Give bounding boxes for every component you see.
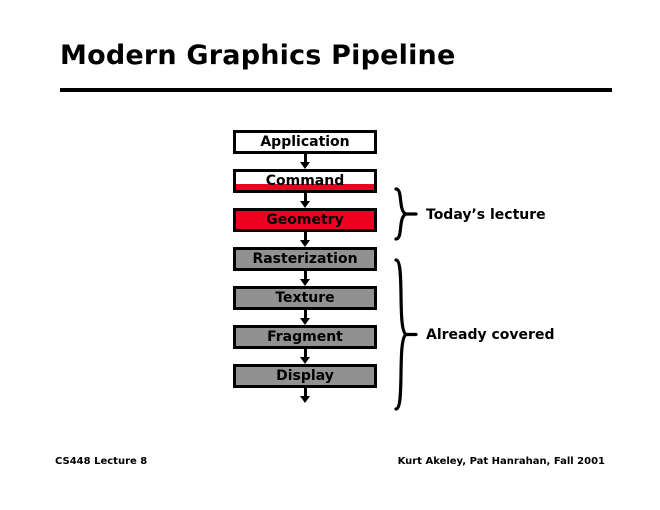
arrow-shaft <box>303 193 307 203</box>
arrow-head-icon <box>300 357 310 364</box>
pipeline-arrow <box>233 232 377 247</box>
pipeline-stage-geometry: Geometry <box>233 208 377 232</box>
arrow-shaft <box>303 310 307 320</box>
annotation-label-todays-lecture: Today’s lecture <box>426 207 546 223</box>
arrow-head-icon <box>300 279 310 286</box>
pipeline-stage-fragment: Fragment <box>233 325 377 349</box>
pipeline-arrow <box>233 349 377 364</box>
pipeline-arrow <box>233 154 377 169</box>
pipeline-arrow-output <box>233 388 377 403</box>
arrow-shaft <box>303 271 307 281</box>
arrow-head-icon <box>300 201 310 208</box>
pipeline-arrow <box>233 310 377 325</box>
pipeline-stage-rasterization: Rasterization <box>233 247 377 271</box>
arrow-shaft <box>303 154 307 164</box>
stage-label: Rasterization <box>252 251 358 267</box>
arrow-shaft <box>303 232 307 242</box>
curly-brace-icon <box>394 258 418 411</box>
stage-label: Application <box>260 134 350 150</box>
pipeline-stage-command: Command <box>233 169 377 193</box>
page-title: Modern Graphics Pipeline <box>60 40 456 71</box>
stage-label: Display <box>276 368 334 384</box>
stage-label: Fragment <box>267 329 343 345</box>
annotation-brace-already-covered <box>393 257 419 412</box>
stage-label: Command <box>265 173 345 189</box>
arrow-head-icon <box>300 162 310 169</box>
annotation-brace-todays-lecture <box>393 186 419 242</box>
pipeline-stage-application: Application <box>233 130 377 154</box>
pipeline-stage-texture: Texture <box>233 286 377 310</box>
arrow-shaft <box>303 388 307 398</box>
footer-course-label: CS448 Lecture 8 <box>55 456 148 467</box>
arrow-head-icon <box>300 318 310 325</box>
arrow-head-icon <box>300 396 310 403</box>
title-divider <box>60 88 612 92</box>
pipeline-stage-display: Display <box>233 364 377 388</box>
arrow-shaft <box>303 349 307 359</box>
curly-brace-icon <box>394 187 418 241</box>
footer-authors-label: Kurt Akeley, Pat Hanrahan, Fall 2001 <box>397 456 605 467</box>
arrow-head-icon <box>300 240 310 247</box>
stage-red-band <box>236 184 374 190</box>
pipeline-diagram: Application Command Geometry Rasterizati… <box>233 130 377 403</box>
pipeline-arrow <box>233 271 377 286</box>
stage-label: Geometry <box>266 212 344 228</box>
pipeline-arrow <box>233 193 377 208</box>
annotation-label-already-covered: Already covered <box>426 327 555 343</box>
stage-label: Texture <box>275 290 335 306</box>
